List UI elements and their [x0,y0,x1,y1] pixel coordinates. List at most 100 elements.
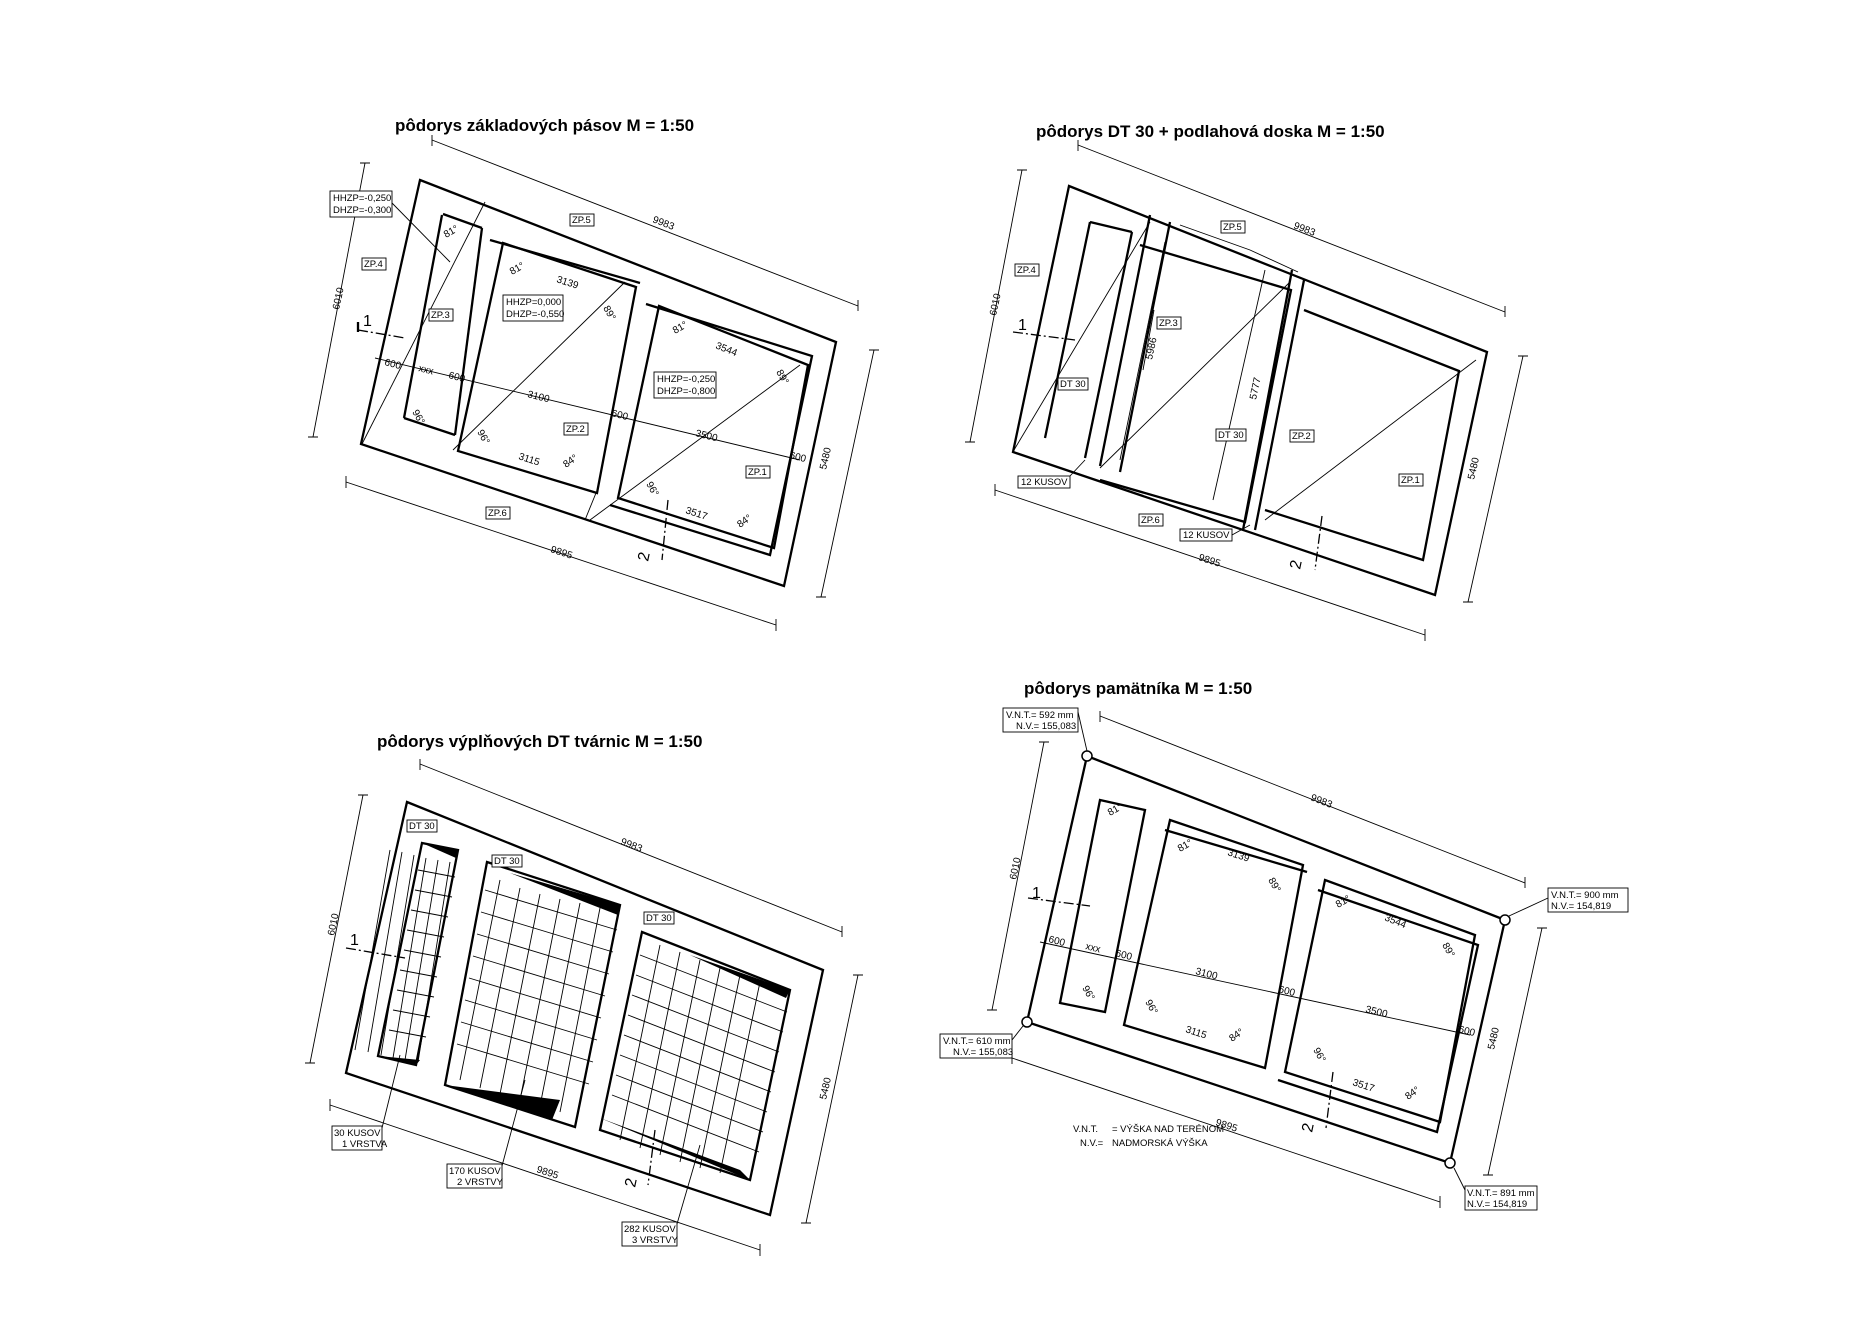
svg-text:N.V.= 155,083: N.V.= 155,083 [953,1047,1013,1058]
svg-text:ZP.5: ZP.5 [1223,222,1242,233]
svg-text:ZP.2: ZP.2 [566,424,585,435]
survey-point-1 [1081,750,1093,762]
svg-text:600: 600 [447,370,466,385]
plan-foundation-strips: pôdorys základových pásov M = 1:50 9983 … [308,116,879,631]
svg-text:1 VRSTVA: 1 VRSTVA [342,1139,388,1150]
svg-text:96°: 96° [1079,984,1096,1003]
svg-text:xxx: xxx [417,363,434,377]
svg-text:81°: 81° [1176,838,1195,855]
dim-bottom: 9895 [549,544,574,561]
svg-text:NADMORSKÁ VÝŠKA: NADMORSKÁ VÝŠKA [1112,1138,1208,1149]
svg-text:1: 1 [350,932,359,949]
plan-dt30-floor-slab: pôdorys DT 30 + podlahová doska M = 1:50… [965,122,1528,641]
svg-text:9983: 9983 [619,837,644,855]
svg-text:ZP.2: ZP.2 [1292,431,1311,442]
svg-text:5480: 5480 [1486,1026,1502,1051]
survey-point-4 [1444,1157,1456,1169]
svg-text:DHZP=-0,800: DHZP=-0,800 [657,386,715,397]
svg-text:3139: 3139 [555,274,580,291]
svg-text:89°: 89° [600,304,617,323]
svg-text:ZP.6: ZP.6 [488,508,507,519]
svg-text:9983: 9983 [1292,221,1317,239]
svg-text:600: 600 [1047,934,1066,949]
title-monument-plan: pôdorys pamätníka M = 1:50 [1024,679,1252,698]
dim-left: 6010 [331,286,346,310]
svg-text:DT 30: DT 30 [646,913,672,924]
svg-text:84°: 84° [561,453,580,471]
svg-text:3100: 3100 [1194,966,1219,982]
svg-text:5777: 5777 [1248,376,1263,400]
svg-text:81°: 81° [671,320,690,337]
svg-text:81°: 81° [442,224,461,241]
svg-text:ZP.6: ZP.6 [1141,515,1160,526]
svg-text:6010: 6010 [326,912,341,936]
svg-text:12 KUSOV: 12 KUSOV [1021,477,1068,488]
svg-text:3544: 3544 [714,341,739,360]
svg-text:V.N.T.= 891 mm: V.N.T.= 891 mm [1467,1188,1535,1199]
svg-text:ZP.1: ZP.1 [748,467,767,478]
svg-text:2: 2 [635,550,653,562]
plan-monument: pôdorys pamätníka M = 1:50 9983 9895 601… [939,679,1629,1211]
svg-text:3 VRSTVY: 3 VRSTVY [632,1235,679,1246]
svg-text:DT 30: DT 30 [494,856,520,867]
svg-text:12 KUSOV: 12 KUSOV [1183,530,1230,541]
svg-text:DHZP=-0,300: DHZP=-0,300 [333,205,391,216]
svg-text:ZP.1: ZP.1 [1401,475,1420,486]
svg-text:84°: 84° [1227,1027,1246,1045]
svg-text:1: 1 [1018,317,1027,334]
svg-text:3115: 3115 [1184,1024,1208,1041]
svg-text:600: 600 [383,357,402,372]
svg-text:3544: 3544 [1383,913,1408,932]
svg-text:ZP.4: ZP.4 [364,259,383,270]
svg-text:5986: 5986 [1144,336,1159,360]
svg-text:9983: 9983 [1309,793,1334,811]
svg-text:2: 2 [1287,558,1305,570]
svg-text:V.N.T.= 610 mm: V.N.T.= 610 mm [943,1036,1011,1047]
plan-dt-fill-blocks: pôdorys výplňových DT tvárnic M = 1:50 9… [305,732,863,1256]
svg-text:3517: 3517 [1351,1077,1376,1094]
svg-text:96°: 96° [474,428,491,447]
svg-text:V.N.T.: V.N.T. [1073,1124,1098,1135]
svg-text:282 KUSOV: 282 KUSOV [624,1224,676,1235]
svg-text:V.N.T.= 592 mm: V.N.T.= 592 mm [1006,710,1074,721]
room-1-outline [456,241,638,495]
strip-wall-right [453,227,484,436]
svg-text:V.N.T.= 900 mm: V.N.T.= 900 mm [1551,890,1619,901]
svg-text:ZP.3: ZP.3 [431,310,450,321]
svg-text:600: 600 [1457,1024,1476,1039]
survey-point-3 [1021,1016,1033,1028]
svg-text:96°: 96° [1310,1046,1327,1065]
svg-text:89°: 89° [773,368,790,387]
svg-text:3100: 3100 [526,389,551,405]
svg-text:xxx: xxx [1084,941,1101,955]
svg-text:N.V.= 154,819: N.V.= 154,819 [1551,901,1611,912]
svg-text:HHZP=-0,250: HHZP=-0,250 [657,374,715,385]
svg-text:3139: 3139 [1226,847,1251,864]
svg-text:N.V.= 154,819: N.V.= 154,819 [1467,1199,1527,1210]
svg-text:ZP.4: ZP.4 [1017,265,1036,276]
svg-text:ZP.3: ZP.3 [1159,318,1178,329]
svg-text:600: 600 [610,408,629,423]
svg-text:6010: 6010 [1008,856,1023,880]
svg-text:1: 1 [1032,885,1041,902]
title-foundation-plan: pôdorys základových pásov M = 1:50 [395,116,694,135]
room-2-outline [616,304,810,550]
svg-text:1: 1 [363,313,372,330]
dim-right: 5480 [818,446,834,471]
svg-text:DT 30: DT 30 [409,821,435,832]
svg-text:ZP.5: ZP.5 [572,215,591,226]
svg-text:3115: 3115 [517,451,541,468]
svg-text:6010: 6010 [988,292,1003,316]
svg-text:3500: 3500 [1364,1004,1389,1020]
title-dt30-plan: pôdorys DT 30 + podlahová doska M = 1:50 [1036,122,1385,141]
svg-text:2: 2 [622,1176,640,1188]
svg-text:89°: 89° [1439,941,1456,960]
svg-text:96°: 96° [643,480,660,499]
svg-text:5480: 5480 [1466,456,1482,481]
strip-wall-left [402,214,444,419]
svg-text:HHZP=0,000: HHZP=0,000 [506,297,561,308]
svg-text:DT 30: DT 30 [1060,379,1086,390]
svg-text:96°: 96° [1142,998,1159,1017]
svg-text:600: 600 [1114,948,1133,963]
